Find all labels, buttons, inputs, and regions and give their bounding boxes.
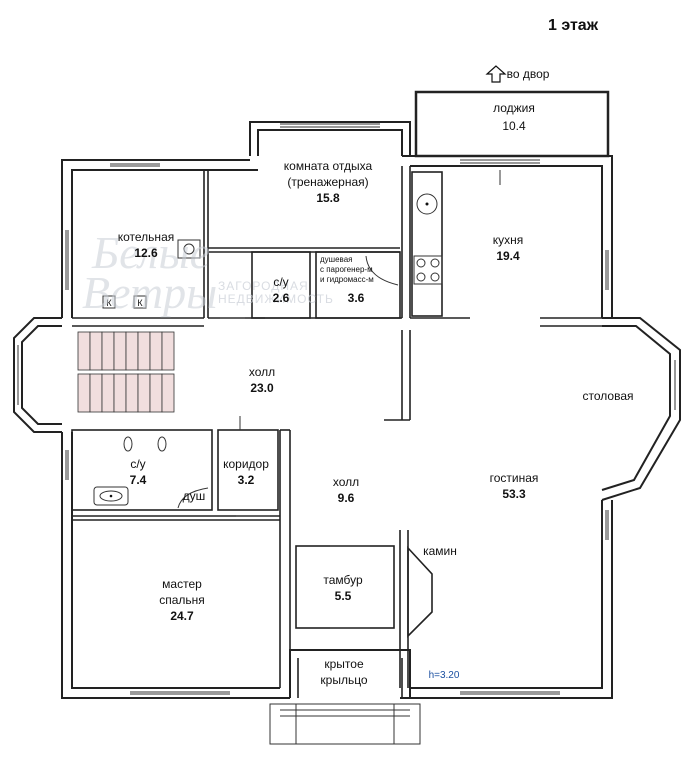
porch-steps <box>269 703 421 745</box>
room-shower-name-3: и гидромасс-м <box>320 275 374 284</box>
shower-curve-2 <box>177 487 209 509</box>
stair-tread <box>125 331 139 371</box>
room-wc-big-area: 7.4 <box>130 473 147 487</box>
interior-walls <box>71 166 602 688</box>
sink-icon <box>123 436 167 452</box>
room-boiler-area: 12.6 <box>134 246 158 260</box>
up-arrow-icon <box>485 65 507 83</box>
room-hall-top-area: 23.0 <box>250 381 274 395</box>
room-hall-mid-name: холл <box>333 475 359 489</box>
room-living-area: 53.3 <box>502 487 526 501</box>
doors <box>220 170 501 629</box>
room-porch-name: крытое <box>324 657 364 671</box>
stair-tread <box>125 373 139 413</box>
svg-text:К: К <box>106 298 112 308</box>
ceiling-height-label: h=3.20 <box>429 670 460 681</box>
room-shower-name-2: с парогенер-м <box>320 265 373 274</box>
room-loggia-area: 10.4 <box>502 119 526 133</box>
room-living-name: гостиная <box>490 471 539 485</box>
room-corridor-name: коридор <box>223 457 269 471</box>
yard-label: во двор <box>507 67 550 81</box>
watermark-logo: Белые Ветры ЗАГОРОДНАЯ НЕДВИЖИМОСТЬ <box>82 227 334 318</box>
room-wc-big-name: с/у <box>130 457 145 471</box>
stair-tread <box>77 331 91 371</box>
room-rest-name-2: (тренажерная) <box>287 175 368 189</box>
svg-text:НЕДВИЖИМОСТЬ: НЕДВИЖИМОСТЬ <box>218 292 334 306</box>
svg-text:К: К <box>137 298 143 308</box>
stair-tread <box>89 373 103 413</box>
room-master-name: мастер <box>162 577 202 591</box>
boiler-unit-icon <box>177 239 201 259</box>
room-master-name-2: спальня <box>159 593 205 607</box>
stair-tread <box>113 331 127 371</box>
room-master-area: 24.7 <box>170 609 194 623</box>
room-boiler-name: котельная <box>118 230 174 244</box>
room-rest-area: 15.8 <box>316 191 340 205</box>
svg-text:Ветры: Ветры <box>82 267 217 318</box>
stair-tread <box>101 373 115 413</box>
windows <box>17 123 676 695</box>
stair-tread <box>161 373 175 413</box>
room-vestibule-name: тамбур <box>323 573 363 587</box>
room-hall-top-name: холл <box>249 365 275 379</box>
stair-tread <box>77 373 91 413</box>
stair-tread <box>89 331 103 371</box>
room-loggia-name: лоджия <box>493 101 535 115</box>
outer-walls <box>13 90 681 699</box>
stair-tread <box>149 373 163 413</box>
room-shower-area: 3.6 <box>348 291 365 305</box>
staircase <box>77 331 175 413</box>
room-wc-small-area: 2.6 <box>273 291 290 305</box>
shower-curve <box>365 255 399 286</box>
stair-tread <box>101 331 115 371</box>
shower-label: душ <box>183 489 206 503</box>
room-hall-mid-area: 9.6 <box>338 491 355 505</box>
room-shower-name: душевая <box>320 255 352 264</box>
svg-text:Белые: Белые <box>91 227 210 278</box>
stair-tread <box>137 331 151 371</box>
stove-icon <box>413 255 443 285</box>
room-fireplace-name: камин <box>423 544 457 558</box>
room-porch-name-2: крыльцо <box>320 673 368 687</box>
floor-title: 1 этаж <box>548 17 599 34</box>
stair-tread <box>161 331 175 371</box>
svg-text:ЗАГОРОДНАЯ: ЗАГОРОДНАЯ <box>218 279 309 293</box>
room-wc-small-name: с/у <box>273 275 288 289</box>
room-rest-name: комната отдыха <box>284 159 373 173</box>
bathtub-icon <box>93 486 129 506</box>
room-dining-name: столовая <box>583 389 634 403</box>
room-vestibule-area: 5.5 <box>335 589 352 603</box>
boiler-marks: К К <box>102 295 147 309</box>
stair-tread <box>137 373 151 413</box>
stair-tread <box>149 331 163 371</box>
room-kitchen-area: 19.4 <box>496 249 520 263</box>
room-corridor-area: 3.2 <box>238 473 255 487</box>
room-kitchen-name: кухня <box>493 233 524 247</box>
kitchen-counter <box>411 171 443 317</box>
stair-tread <box>113 373 127 413</box>
